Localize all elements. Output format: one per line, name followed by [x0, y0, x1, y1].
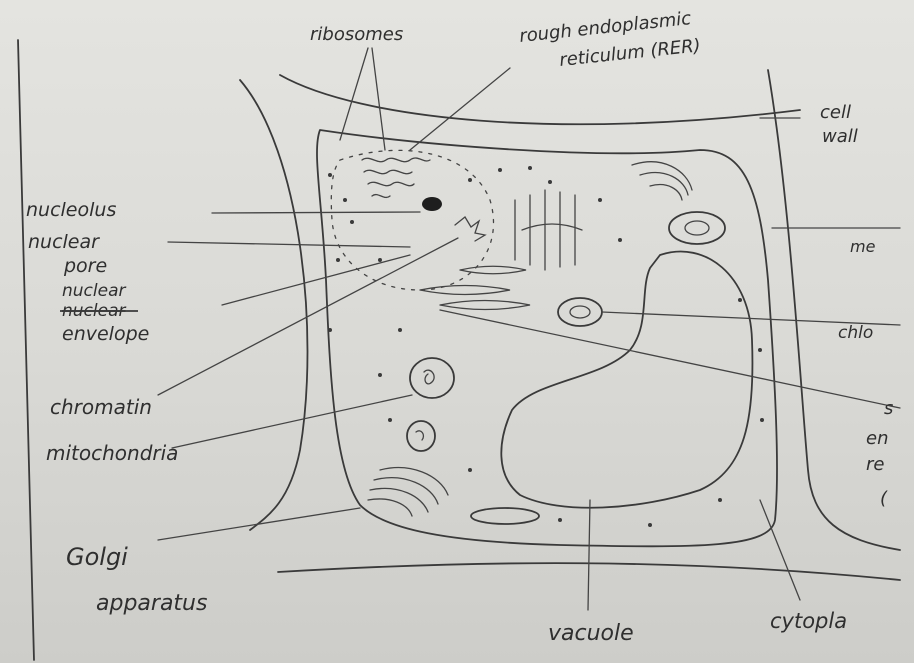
chromatin-shape — [455, 217, 485, 241]
chloroplast-shape-1 — [558, 298, 602, 326]
chloroplast-shape-2 — [669, 212, 725, 244]
mitochondrion-2-crista — [416, 431, 423, 440]
label-nuclear-envelope-line1: nuclear — [62, 281, 126, 301]
pointer-lines — [158, 48, 900, 610]
label-nuclear-pore-line1: nuclear — [28, 231, 100, 253]
small-organelle — [471, 508, 539, 524]
label-cell-wall-line2: wall — [822, 126, 858, 147]
label-ser-cut-3: re — [866, 454, 884, 475]
golgi-lower — [368, 468, 448, 516]
ser-tubules — [515, 190, 582, 270]
nucleolus-shape — [422, 197, 442, 211]
label-chloroplast-cut: chlo — [838, 323, 873, 343]
paper-margin-line — [18, 40, 34, 660]
label-cytoplasm: cytopla — [770, 609, 847, 633]
label-chromatin: chromatin — [50, 395, 152, 419]
mitochondrion-2 — [407, 421, 435, 451]
label-golgi-line2: apparatus — [96, 591, 207, 616]
golgi-upper — [632, 162, 692, 200]
vacuole-shape — [501, 252, 752, 508]
label-ser-cut-2: en — [866, 428, 888, 449]
mitochondrion-1 — [410, 358, 454, 398]
label-vacuole: vacuole — [548, 621, 634, 646]
chloroplast-inner-1 — [570, 306, 590, 318]
elongated-organelles — [420, 266, 530, 309]
cell-wall-left-curve — [240, 80, 308, 530]
label-ribosomes: ribosomes — [310, 24, 403, 45]
chloroplast-inner-2 — [685, 221, 709, 235]
mitochondrion-1-crista — [424, 370, 434, 384]
cell-membrane — [317, 130, 777, 546]
label-nucleolus: nucleolus — [26, 199, 116, 221]
label-ser-cut-1: s — [884, 398, 893, 419]
label-nuclear-pore-line2: pore — [63, 255, 107, 277]
label-mitochondria: mitochondria — [46, 441, 178, 465]
rer-squiggles — [362, 158, 430, 197]
label-ser-cut-4: ( — [880, 488, 888, 509]
label-golgi-line1: Golgi — [66, 543, 128, 571]
label-membrane-cut: me — [850, 237, 876, 256]
label-nuclear-envelope-line2: envelope — [62, 323, 149, 345]
ribosome-dots — [328, 166, 764, 527]
label-cell-wall-line1: cell — [820, 102, 851, 123]
